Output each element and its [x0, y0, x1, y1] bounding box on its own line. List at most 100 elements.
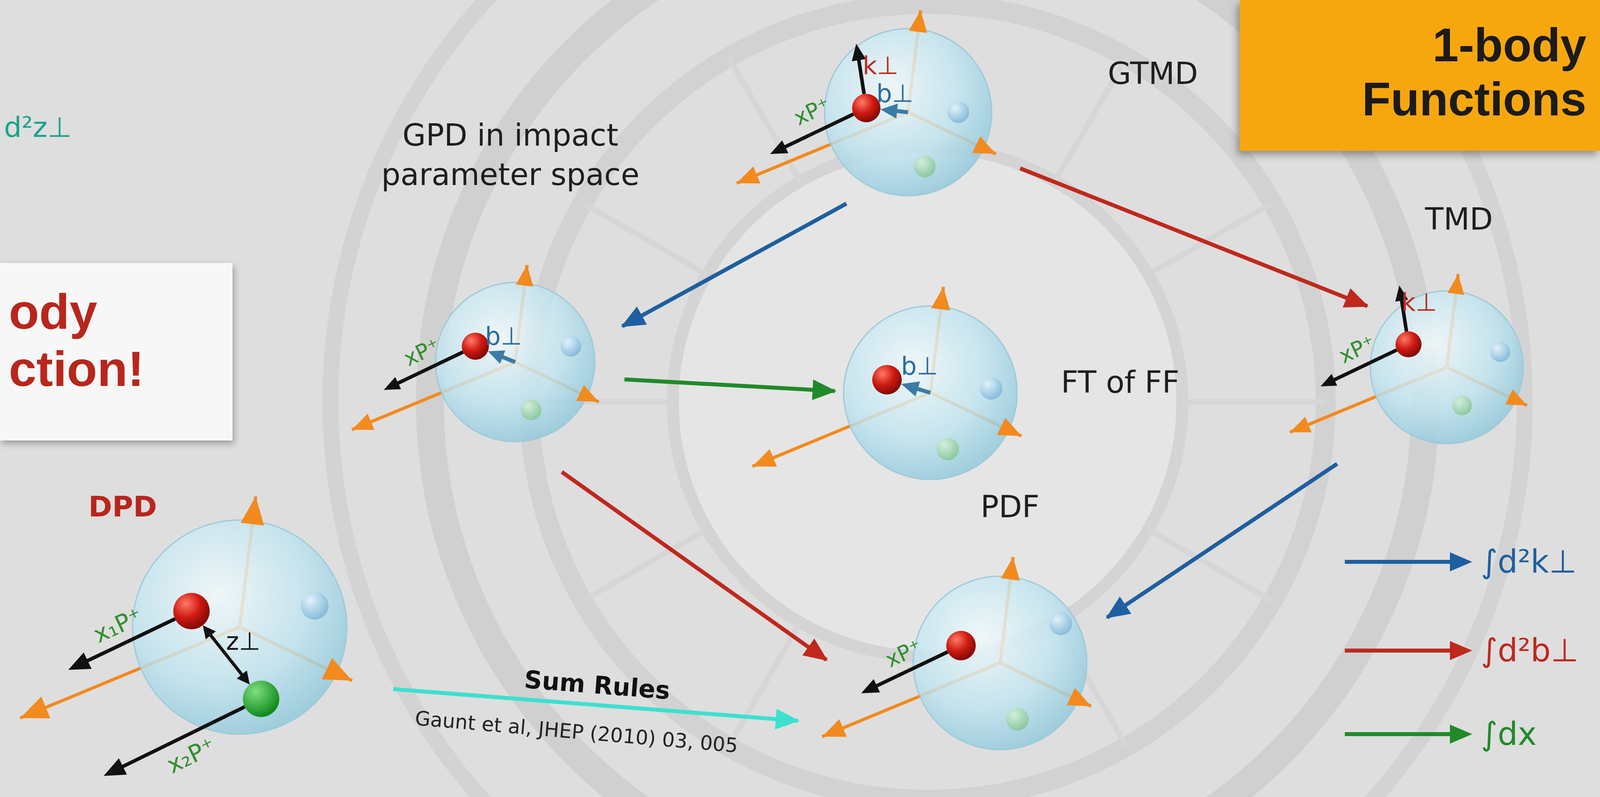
sphere-node: DPD [132, 520, 347, 735]
vector-label: k⊥ [1401, 289, 1438, 317]
title-box: 1-body Functions [1239, 0, 1600, 151]
vector-label: d²z⊥ [3, 112, 72, 143]
box-title: ody ction! [8, 283, 145, 398]
separation-arrow [236, 670, 251, 685]
legend-text: ∫dx [1480, 716, 1537, 753]
axis-head [1000, 557, 1020, 581]
axis-head [351, 414, 375, 431]
node-heading: DPD [88, 488, 157, 526]
axis-head [1066, 688, 1091, 707]
proton-sphere [824, 28, 992, 196]
quark-ball [560, 336, 582, 357]
legend-arrow [1344, 732, 1459, 737]
sphere-art [824, 28, 992, 196]
legend-text: ∫d²b⊥ [1480, 633, 1579, 669]
axis-head [752, 449, 778, 467]
axis-head [972, 136, 996, 155]
quark-ball [1451, 395, 1472, 416]
connector-arrow [624, 379, 835, 391]
sphere-node: GTMD [824, 28, 992, 196]
proton-sphere [843, 306, 1018, 480]
separation-arrow [202, 625, 216, 640]
quark-ball [851, 93, 881, 123]
proton-sphere [435, 282, 595, 442]
node-heading: TMD [1425, 199, 1494, 240]
momentum-arrow [861, 679, 880, 694]
legend-arrow [1344, 560, 1459, 565]
quark-ball [947, 101, 970, 124]
connector-arrow [561, 472, 827, 661]
vector-label: k⊥ [862, 52, 899, 80]
legend-row: ∫dx [1344, 716, 1537, 753]
node-heading: GPD in impact parameter space [355, 115, 666, 195]
legend-row: ∫d²b⊥ [1344, 633, 1579, 669]
axis-head [822, 719, 847, 737]
sphere-art [435, 282, 595, 442]
axis-head [1289, 417, 1312, 433]
quark-ball [946, 631, 976, 661]
momentum-arrow [770, 140, 789, 155]
proton-sphere [1370, 291, 1524, 444]
quark-ball [1049, 613, 1073, 636]
axis-head [322, 658, 353, 682]
impact-arrow [900, 381, 920, 397]
sphere-node: FT of FF [843, 306, 1018, 480]
sphere-art [843, 306, 1018, 480]
quark-ball [520, 399, 542, 421]
momentum-arrow [68, 652, 92, 671]
axis-head [996, 418, 1022, 437]
axis-head [240, 496, 264, 526]
axis-head [515, 265, 534, 287]
impact-arrow [488, 350, 506, 364]
sphere-node: TMD [1370, 291, 1524, 444]
legend-text: ∫d²k⊥ [1480, 544, 1577, 580]
quark-ball [1006, 708, 1029, 731]
quark-ball [979, 377, 1003, 401]
vector-label: z⊥ [226, 628, 261, 656]
legend-arrow [1449, 641, 1473, 661]
momentum-arrow [383, 377, 401, 391]
axis-head [736, 166, 761, 184]
vector-label: b⊥ [900, 352, 938, 380]
legend-arrow [1344, 722, 1473, 747]
sphere-art [132, 520, 347, 735]
quark-ball [872, 365, 902, 395]
proton-sphere [913, 576, 1087, 751]
quark-ball [1395, 331, 1422, 358]
quark-ball [461, 332, 489, 360]
sphere-node: GPD in impact parameter space [435, 282, 595, 442]
legend-arrow [1449, 552, 1473, 572]
connector-arrow [622, 203, 847, 327]
connector-arrow [1020, 168, 1368, 307]
title-box: ody ction! [0, 263, 233, 441]
quark-ball [173, 593, 210, 630]
sphere-node: PDF [913, 576, 1087, 751]
node-heading: PDF [980, 487, 1040, 528]
sphere-art [913, 576, 1087, 751]
legend-arrow [1344, 638, 1473, 663]
axis-head [908, 10, 928, 34]
vector-label: b⊥ [484, 322, 522, 350]
quark-ball [914, 155, 936, 178]
axis-head [1505, 389, 1527, 406]
quark-ball [1490, 342, 1511, 363]
axis-head [931, 287, 951, 311]
momentum-arrow [103, 758, 127, 777]
connector-arrow [1107, 464, 1338, 618]
momentum-arrow [1320, 374, 1338, 387]
vector-label: b⊥ [876, 80, 914, 108]
node-heading: FT of FF [1060, 363, 1180, 403]
legend-arrow [1344, 550, 1473, 575]
node-heading: GTMD [1107, 54, 1199, 94]
proton-sphere [132, 520, 347, 735]
quark-ball [936, 437, 960, 461]
sphere-art [1370, 291, 1524, 444]
legend-arrow [1449, 724, 1473, 745]
legend-arrow [1344, 648, 1459, 653]
box-title: 1-body Functions [1255, 18, 1587, 127]
legend-row: ∫d²k⊥ [1344, 544, 1577, 580]
axis-head [1447, 274, 1465, 295]
axis-head [20, 697, 51, 719]
quark-ball [300, 591, 329, 620]
quark-ball [242, 681, 280, 718]
